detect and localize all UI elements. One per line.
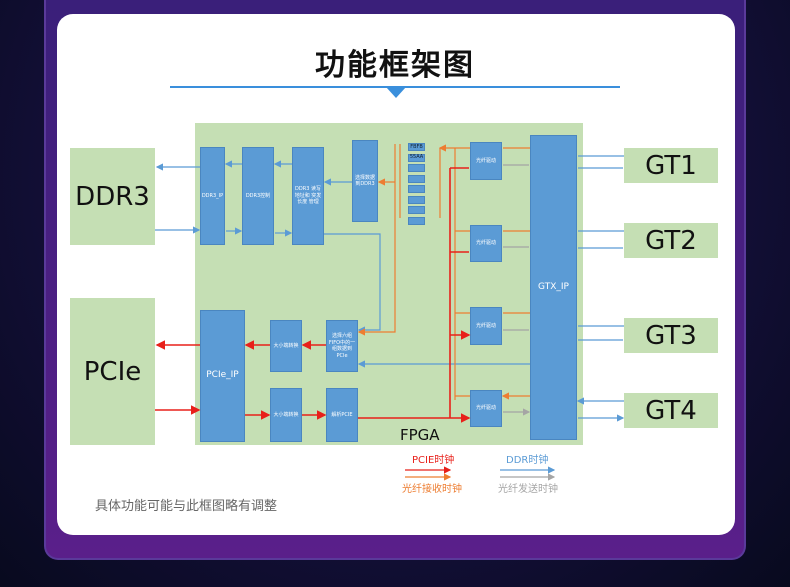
parse-pcie-block: 解析PCIE xyxy=(326,388,358,442)
endian-convert-2: 大小端转换 xyxy=(270,388,302,442)
pcie-ip-block: PCIe_IP xyxy=(200,310,245,442)
legend-fiber-tx-clock: 光纤发送时钟 xyxy=(498,484,558,495)
fifo-block xyxy=(408,216,425,225)
legend-ddr-clock: DDR时钟 xyxy=(506,455,549,466)
ddr3-block: DDR3 xyxy=(70,148,155,245)
fiber-driver-1: 光纤驱动 xyxy=(470,142,502,180)
fifo-block xyxy=(408,185,425,193)
ddr3-ip-block: DDR3_IP xyxy=(200,147,225,245)
gt3-block: GT3 xyxy=(624,318,718,353)
legend-fiber-rx-clock: 光纤接收时钟 xyxy=(402,484,462,495)
gt2-block: GT2 xyxy=(624,223,718,258)
legend-pcie-clock: PCIE时钟 xyxy=(412,455,455,466)
pcie-block: PCIe xyxy=(70,298,155,445)
title-pointer-icon xyxy=(386,87,406,98)
fiber-driver-2: 光纤驱动 xyxy=(470,225,502,262)
gt1-block: GT1 xyxy=(624,148,718,183)
fifo-block xyxy=(408,164,425,172)
ddr3-ctrl-block: DDR3控制 xyxy=(242,147,274,245)
fpga-label: FPGA xyxy=(400,426,440,444)
footnote: 具体功能可能与此框图略有调整 xyxy=(95,499,278,514)
endian-convert-1: 大小端转换 xyxy=(270,320,302,372)
fifo-block: 55AA xyxy=(408,153,425,162)
ddr3-rw-block: DDR3 读写地址和 突发长度 管理 xyxy=(292,147,324,245)
select-ddr3-block: 选择数据 到DDR3 xyxy=(352,140,378,222)
fifo-block xyxy=(408,206,425,214)
gt4-block: GT4 xyxy=(624,393,718,428)
fifo-block xyxy=(408,195,425,204)
fifo-block: FBFB xyxy=(408,143,425,151)
gtx-ip-block: GTX_IP xyxy=(530,135,577,440)
page-title: 功能框架图 xyxy=(315,48,475,83)
select-pcie-block: 选择六组 FIFO中的一 组数据到 PCIe xyxy=(326,320,358,372)
fifo-block xyxy=(408,174,425,183)
